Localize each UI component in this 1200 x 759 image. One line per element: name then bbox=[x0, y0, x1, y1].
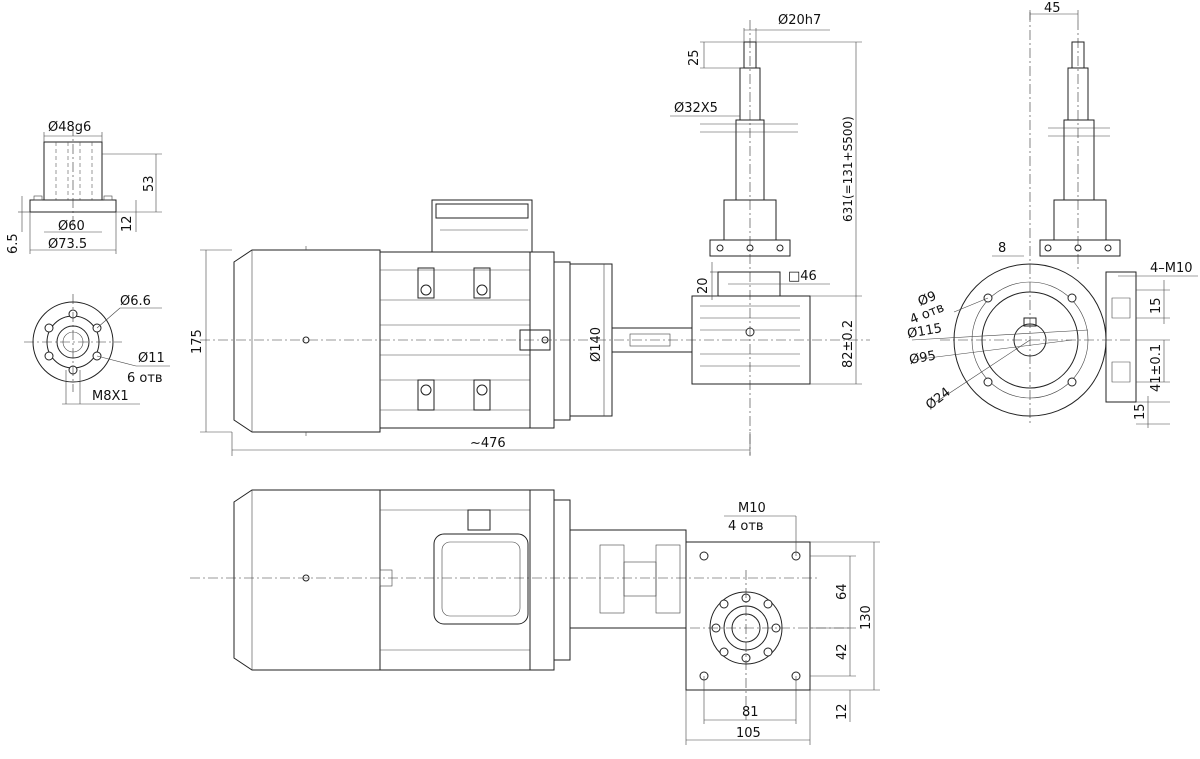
dim-h82: 82±0.2 bbox=[841, 320, 856, 368]
dim-holes6: 6 отв bbox=[127, 371, 163, 386]
dim-h15b: 15 bbox=[1133, 403, 1148, 420]
dim-m8: M8X1 bbox=[92, 389, 129, 404]
side-view: 175 Ø140 ~476 Ø20h7 25 Ø32X5 631(=131+S5… bbox=[190, 13, 870, 456]
dim-h20: 20 bbox=[696, 277, 711, 294]
dim-stroke: 631(=131+S500) bbox=[841, 116, 855, 222]
dim-h12-top: 12 bbox=[835, 703, 850, 720]
dim-screw: Ø32X5 bbox=[674, 101, 718, 116]
dim-holes4-top: 4 отв bbox=[728, 519, 764, 534]
dim-w45: 45 bbox=[1044, 1, 1061, 16]
top-view: M10 4 отв 64 130 42 12 81 105 bbox=[190, 489, 880, 745]
dim-h175: 175 bbox=[190, 329, 205, 354]
dim-d95: Ø95 bbox=[908, 349, 937, 368]
dim-w105: 105 bbox=[736, 726, 761, 741]
dim-h64: 64 bbox=[835, 583, 850, 600]
dim-h41: 41±0.1 bbox=[1149, 344, 1164, 392]
dim-d735: Ø73.5 bbox=[48, 237, 87, 252]
dim-d48: Ø48g6 bbox=[48, 120, 91, 135]
dim-len476: ~476 bbox=[470, 436, 506, 451]
dim-m10-4: 4–M10 bbox=[1150, 261, 1193, 276]
dim-d11: Ø11 bbox=[138, 351, 165, 366]
dim-w8: 8 bbox=[998, 241, 1006, 256]
dim-h25: 25 bbox=[687, 49, 702, 66]
dim-h130: 130 bbox=[859, 605, 874, 630]
flange-front-view: M8X1 Ø6.6 Ø11 6 отв bbox=[24, 294, 170, 405]
dim-m10: M10 bbox=[738, 501, 766, 516]
dim-d66: Ø6.6 bbox=[120, 294, 151, 309]
dim-h15a: 15 bbox=[1149, 297, 1164, 314]
dim-d20: Ø20h7 bbox=[778, 13, 821, 28]
dim-d60: Ø60 bbox=[58, 219, 85, 234]
dim-d24: Ø24 bbox=[923, 385, 953, 413]
dim-d9: Ø9 bbox=[916, 289, 939, 310]
flange-side-view: Ø48g6 53 12 6.5 Ø60 Ø73.5 bbox=[6, 120, 162, 254]
dim-h65: 6.5 bbox=[6, 233, 21, 254]
dim-h53: 53 bbox=[142, 175, 157, 192]
dim-h42: 42 bbox=[835, 643, 850, 660]
dim-h12: 12 bbox=[120, 215, 135, 232]
end-view: 45 8 4–M10 Ø9 4 отв Ø115 Ø95 Ø24 15 41±0… bbox=[906, 1, 1198, 428]
dim-d140: Ø140 bbox=[589, 327, 604, 362]
dim-sq46: □46 bbox=[788, 269, 817, 284]
dim-w81: 81 bbox=[742, 705, 759, 720]
dim-d115: Ø115 bbox=[906, 321, 943, 342]
